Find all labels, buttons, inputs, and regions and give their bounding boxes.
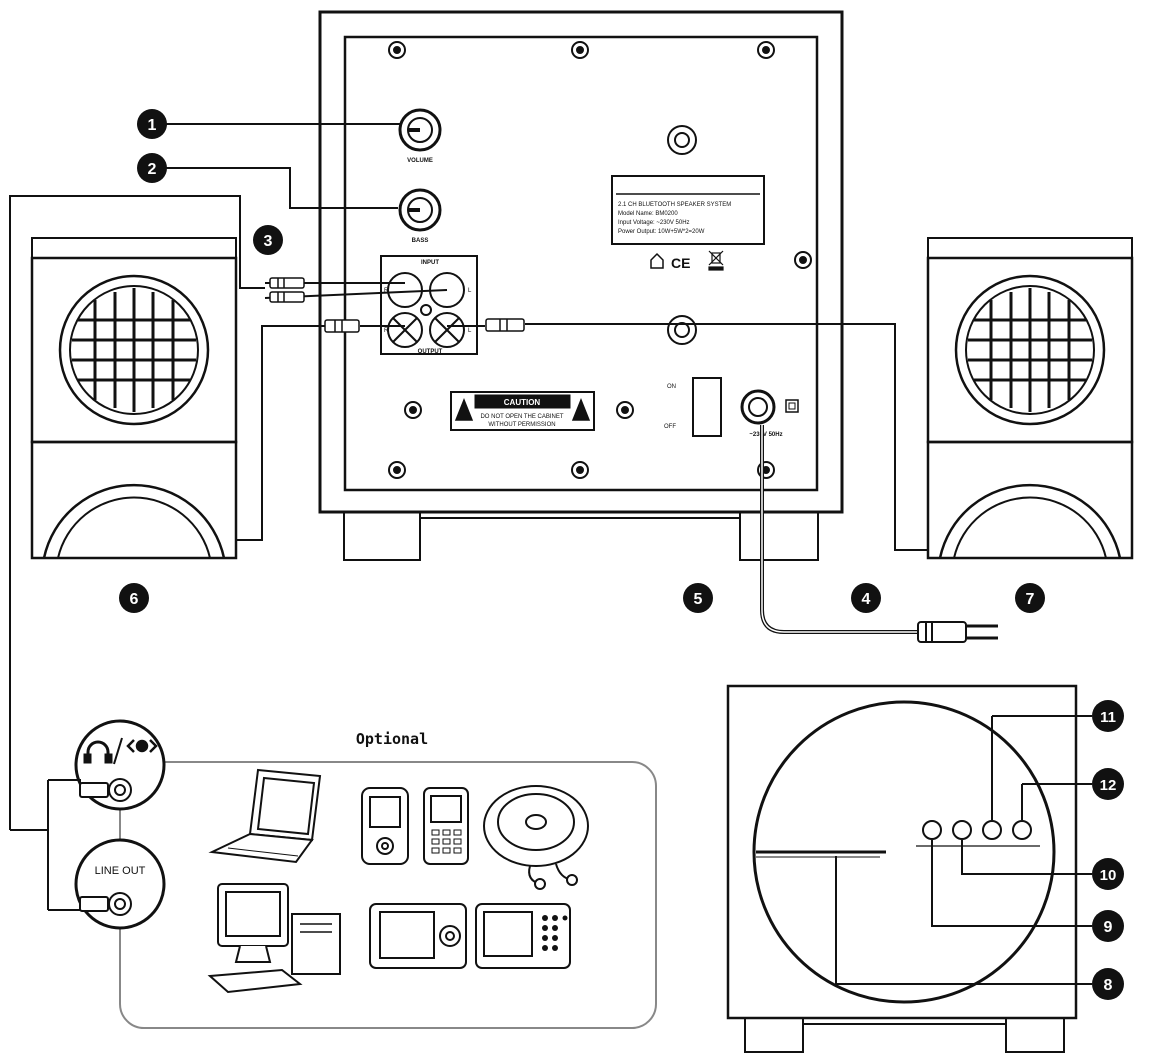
bass-label: BASS: [412, 238, 429, 244]
callout-1: 1: [137, 109, 167, 139]
spec-line-4: Power Output: 10W+5W*2=20W: [618, 229, 705, 235]
callout-8: 8: [1092, 968, 1124, 1000]
bass-knob: [398, 188, 442, 232]
optional-label: Optional: [356, 730, 428, 748]
io-panel: [380, 255, 478, 355]
caution-line-2: WITHOUT PERMISSION: [488, 422, 555, 428]
svg-text:1: 1: [148, 117, 157, 134]
caution-title: CAUTION: [504, 398, 541, 407]
screws: [388, 41, 812, 479]
rca-plugs: [269, 277, 525, 333]
subwoofer-rear: [318, 10, 844, 561]
callout-10: 10: [1092, 858, 1124, 890]
callout-7: 7: [1015, 583, 1045, 613]
cd-player-icon: [483, 785, 589, 890]
svg-text:3: 3: [264, 233, 273, 250]
callout-badges: 1 2 3 4 5 6 7 8 9 10 11 12: [119, 109, 1124, 1000]
source-devices-group: [119, 761, 657, 1029]
svg-text:9: 9: [1104, 919, 1113, 936]
volume-label: VOLUME: [407, 158, 433, 164]
callout-9: 9: [1092, 910, 1124, 942]
power-plug-icon: [917, 621, 998, 643]
svg-text:8: 8: [1104, 977, 1113, 994]
subwoofer-front: [726, 684, 1078, 1053]
line-out-label: LINE OUT: [95, 865, 146, 877]
spec-line-2: Model Name: BM0200: [618, 211, 678, 217]
left-satellite-speaker: [30, 237, 238, 560]
svg-text:6: 6: [130, 591, 139, 608]
callout-3: 3: [253, 225, 283, 255]
headphone-icon: [83, 737, 123, 765]
source-output-sockets: [47, 719, 166, 930]
mobile-phone-icon: [423, 787, 469, 865]
callout-5: 5: [683, 583, 713, 613]
caution-line-1: DO NOT OPEN THE CABINET: [480, 414, 563, 420]
mp3-player-icon: [361, 787, 409, 865]
on-label: ON: [667, 384, 676, 390]
spec-line-1: 2.1 CH BLUETOOTH SPEAKER SYSTEM: [618, 202, 731, 208]
front-control-buttons: [916, 820, 1040, 847]
svg-text:10: 10: [1100, 867, 1117, 884]
audio-out-icon: [126, 739, 158, 753]
leader-lines: [166, 123, 1092, 985]
input-label: INPUT: [421, 260, 439, 266]
callout-11: 11: [1092, 700, 1124, 732]
callout-6: 6: [119, 583, 149, 613]
home-icon: [650, 252, 664, 269]
callout-4: 4: [851, 583, 881, 613]
desktop-pc-icon: [207, 883, 341, 994]
svg-text:5: 5: [694, 591, 703, 608]
output-r-label: R: [384, 328, 389, 334]
svg-text:7: 7: [1026, 591, 1035, 608]
callout-2: 2: [137, 153, 167, 183]
pda-icon: [475, 903, 571, 969]
callout-12: 12: [1092, 768, 1124, 800]
off-label: OFF: [664, 424, 676, 430]
recycle-bin-icon: [708, 250, 724, 271]
volume-knob: [398, 108, 442, 152]
right-satellite-speaker: [926, 237, 1134, 560]
caution-triangle-icon: [454, 397, 591, 421]
svg-text:2: 2: [148, 161, 157, 178]
input-l-label: L: [468, 288, 472, 294]
ce-mark-icon: CE: [671, 255, 690, 271]
output-label: OUTPUT: [418, 349, 443, 355]
svg-text:12: 12: [1100, 777, 1117, 794]
input-r-label: R: [384, 288, 389, 294]
svg-text:11: 11: [1100, 709, 1116, 726]
spec-line-3: Input Voltage: ~230V 50Hz: [618, 220, 690, 226]
laptop-icon: [208, 768, 322, 864]
portable-media-player-icon: [369, 903, 467, 969]
output-l-label: L: [468, 328, 472, 334]
power-rating-label: ~230V 50Hz: [749, 432, 782, 438]
svg-text:4: 4: [862, 591, 871, 608]
